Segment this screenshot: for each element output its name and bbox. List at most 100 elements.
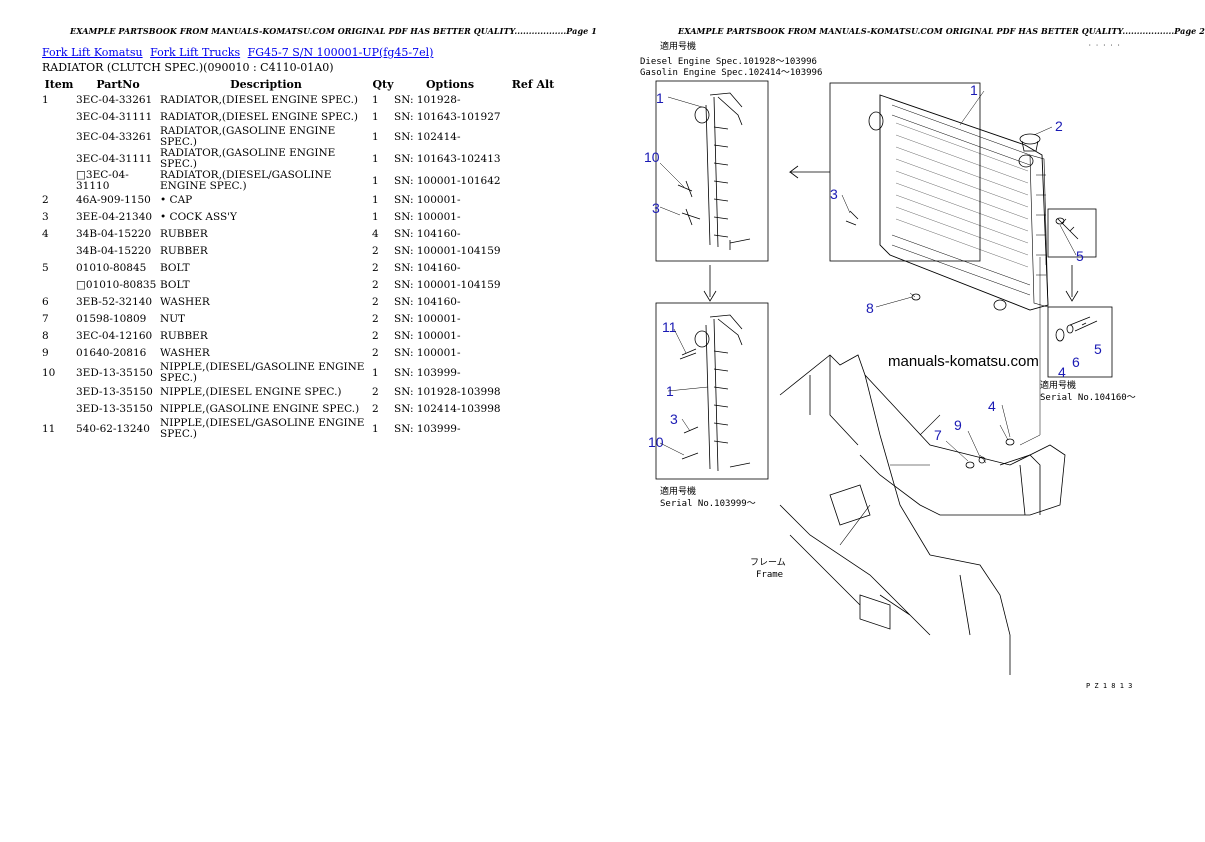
breadcrumb-link-model[interactable]: FG45-7 S/N 100001-UP(fg45-7el) (247, 46, 434, 59)
ref-alt-cell (506, 384, 560, 401)
partno-cell: 3ED-13-35150 (76, 403, 153, 415)
item-cell (42, 243, 76, 260)
col-header-partno: PartNo (96, 77, 140, 91)
col-header-description: Description (230, 77, 302, 91)
frame-label-en: Frame (756, 570, 783, 580)
drawing-code: P Z 1 8 1 3 (1086, 682, 1132, 690)
item-cell (42, 148, 76, 170)
qty-cell: 2 (372, 313, 379, 325)
qty-cell: 2 (372, 245, 379, 257)
description-cell: NIPPLE,(GASOLINE ENGINE SPEC.) (160, 403, 360, 415)
ref-alt-cell (506, 109, 560, 126)
qty-cell: 2 (372, 403, 379, 415)
detail-box-diesel-gasoline (655, 80, 769, 262)
partno-cell: 01598-10809 (76, 313, 147, 325)
options-cell: SN: 103999- (394, 422, 461, 435)
item-cell: 3 (42, 211, 49, 223)
ref-alt-cell (506, 294, 560, 311)
partno-cell: 34B-04-15220 (76, 245, 152, 257)
qty-cell: 1 (372, 366, 379, 379)
description-cell: BOLT (160, 262, 190, 274)
partno-cell: 540-62-13240 (76, 422, 150, 435)
description-cell: RADIATOR,(DIESEL ENGINE SPEC.) (160, 111, 359, 123)
description-cell: NUT (160, 313, 186, 325)
qty-cell: 1 (372, 111, 379, 123)
callout-3-detail-bottom: 3 (670, 411, 678, 427)
cap-part (1019, 133, 1041, 152)
table-header-row: Item PartNo Description Qty Options Ref … (42, 76, 560, 92)
item-cell: 5 (42, 262, 49, 274)
options-cell: SN: 101643-102413 (394, 152, 501, 165)
callout-8: 8 (866, 300, 874, 316)
qty-cell: 1 (372, 94, 379, 106)
ref-alt-cell (506, 226, 560, 243)
item-cell (42, 401, 76, 418)
options-cell: SN: 101643-101927 (394, 111, 501, 123)
ref-alt-cell (506, 92, 560, 109)
ref-alt-cell (506, 148, 560, 170)
item-cell: 4 (42, 228, 49, 240)
qty-cell: 1 (372, 211, 379, 223)
callout-11: 11 (662, 319, 677, 335)
qty-cell: 2 (372, 262, 379, 274)
partno-cell: 3EC-04-31111 (76, 111, 153, 123)
ref-alt-cell (506, 311, 560, 328)
breadcrumb-link-brand[interactable]: Fork Lift Komatsu (42, 46, 143, 59)
dotted-mark: · · · · · (1088, 42, 1121, 49)
qty-cell: 2 (372, 330, 379, 342)
callout-5-box2: 5 (1094, 341, 1102, 357)
partno-cell: 3EC-04-31111 (76, 152, 153, 165)
item-cell: 7 (42, 313, 49, 325)
callout-1-detail-top: 1 (656, 90, 664, 106)
applicable-title: 適用号機 (660, 40, 696, 52)
qty-cell: 4 (372, 228, 379, 240)
item-cell: 10 (42, 366, 56, 379)
description-cell: NIPPLE,(DIESEL ENGINE SPEC.) (160, 386, 342, 398)
item-cell (42, 170, 76, 192)
options-cell: SN: 100001- (394, 330, 461, 342)
item-cell (42, 277, 76, 294)
ref-alt-cell (506, 209, 560, 226)
ref-alt-cell (506, 401, 560, 418)
callout-9: 9 (954, 417, 962, 433)
ref-alt-cell (506, 345, 560, 362)
options-cell: SN: 102414-103998 (394, 403, 501, 415)
description-cell: NIPPLE,(DIESEL/GASOLINE ENGINE SPEC.) (160, 361, 365, 384)
description-cell: RADIATOR,(DIESEL/GASOLINE ENGINE SPEC.) (160, 169, 332, 192)
ref-alt-cell (506, 192, 560, 209)
qty-cell: 2 (372, 296, 379, 308)
watermark: manuals-komatsu.com (888, 353, 1039, 370)
description-cell: RADIATOR,(DIESEL ENGINE SPEC.) (160, 94, 359, 106)
partno-cell: 3EC-04-33261 (76, 94, 153, 106)
item-cell: 6 (42, 296, 49, 308)
serial-note-title-2: 適用号機 (660, 485, 696, 497)
callout-2-main: 2 (1055, 118, 1063, 134)
item-cell (42, 126, 76, 148)
options-cell: SN: 100001-104159 (394, 245, 501, 257)
callout-10-detail-top: 10 (644, 149, 660, 165)
options-cell: SN: 104160- (394, 262, 461, 274)
description-cell: RUBBER (160, 330, 208, 342)
applicable-diesel: Diesel Engine Spec.101928～103996 (640, 57, 817, 67)
page-2: EXAMPLE PARTSBOOK FROM MANUALS-KOMATSU.C… (595, 0, 1205, 842)
description-cell: • CAP (160, 194, 193, 206)
ref-alt-cell (506, 170, 560, 192)
item-cell (42, 109, 76, 126)
serial-note-104160: Serial No.104160～ (1040, 393, 1136, 403)
qty-cell: 2 (372, 347, 379, 359)
ref-alt-cell (506, 260, 560, 277)
page-header: EXAMPLE PARTSBOOK FROM MANUALS-KOMATSU.C… (70, 26, 597, 36)
rubber-8 (911, 293, 921, 301)
options-cell: SN: 100001- (394, 313, 461, 325)
description-cell: RUBBER (160, 228, 208, 240)
applicable-gasoline: Gasolin Engine Spec.102414～103996 (640, 68, 822, 78)
ref-alt-cell (506, 243, 560, 260)
options-cell: SN: 101928-103998 (394, 386, 501, 398)
callout-3-detail-top: 3 (652, 200, 660, 216)
breadcrumb-link-category[interactable]: Fork Lift Trucks (150, 46, 241, 59)
